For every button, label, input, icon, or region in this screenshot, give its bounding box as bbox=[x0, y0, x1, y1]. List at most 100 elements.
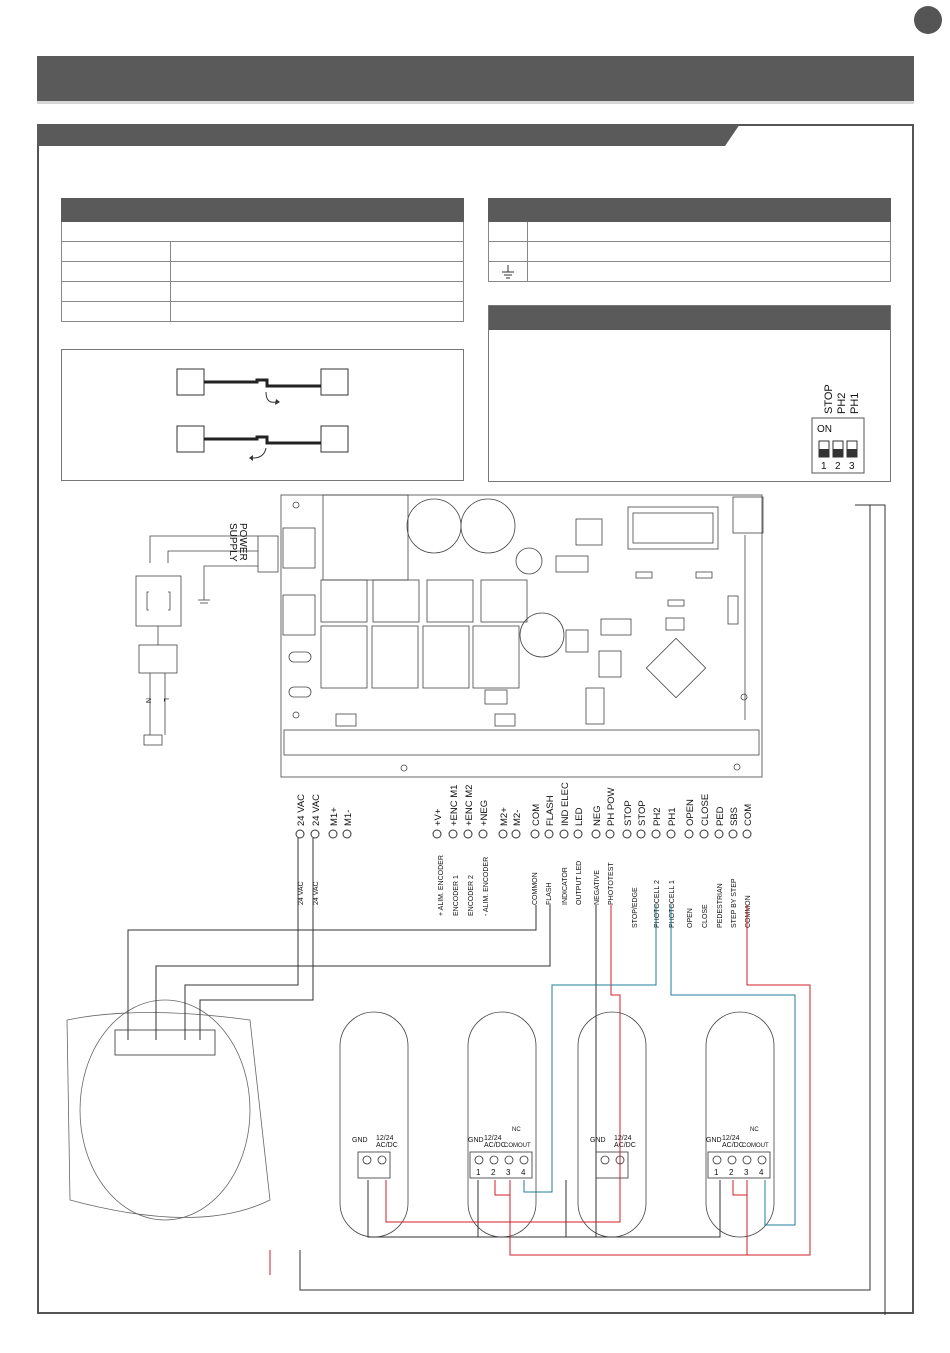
function-label: 24 VAC bbox=[298, 881, 305, 905]
function-label: CLOSE bbox=[702, 904, 709, 928]
function-label: - ALIM. ENCODER bbox=[483, 857, 490, 916]
terminal-label: STOP bbox=[637, 800, 648, 826]
photocell-com-label: COM bbox=[504, 1143, 518, 1149]
terminal-screw bbox=[622, 829, 632, 839]
photocell-com-label: COM bbox=[742, 1143, 756, 1149]
mains-n-label: N bbox=[144, 698, 151, 703]
terminal-label: M1- bbox=[343, 810, 354, 826]
mains-l-label: L bbox=[162, 698, 169, 702]
dip-number-3: 3 bbox=[849, 461, 855, 472]
terminal-screw bbox=[498, 829, 508, 839]
dip-label-ph1: PH1 bbox=[849, 393, 861, 414]
photocell-gnd-label: GND bbox=[352, 1137, 368, 1144]
function-label: PHOTOCELL 1 bbox=[669, 880, 676, 928]
photocell-gnd-label: GND bbox=[590, 1137, 606, 1144]
terminal-label: COM bbox=[531, 804, 542, 826]
photocell-gnd-label: GND bbox=[706, 1137, 722, 1144]
dip-number-2: 2 bbox=[835, 461, 841, 472]
terminal-label: SBS bbox=[729, 807, 740, 826]
function-label: + ALIM. ENCODER bbox=[438, 855, 445, 916]
function-label: 24 VAC bbox=[313, 881, 320, 905]
function-label: STEP BY STEP bbox=[731, 878, 738, 928]
terminal-label: PH2 bbox=[652, 808, 663, 826]
terminal-screw bbox=[328, 829, 338, 839]
photocell-acdc-label: AC/DC bbox=[484, 1142, 506, 1149]
panel-header bbox=[489, 306, 890, 330]
terminal-screw bbox=[362, 1155, 372, 1165]
terminal-label: IND ELEC bbox=[560, 782, 571, 826]
function-label: ENCODER 2 bbox=[468, 875, 475, 916]
control-board bbox=[280, 494, 764, 778]
dip-switch-panel: STOP PH2 PH1 ON 1 2 3 bbox=[488, 305, 891, 482]
terminal-screw bbox=[699, 829, 709, 839]
terminal-screw bbox=[511, 829, 521, 839]
terminal-screw bbox=[684, 829, 694, 839]
dip-number-1: 1 bbox=[821, 461, 827, 472]
terminal-screw bbox=[377, 1155, 387, 1165]
terminal-screw bbox=[432, 829, 442, 839]
terminal-screw bbox=[530, 829, 540, 839]
table-row bbox=[488, 242, 891, 262]
terminal-table-left bbox=[61, 198, 464, 322]
page-header-bar bbox=[37, 56, 914, 104]
photocell-acdc-label: AC/DC bbox=[722, 1142, 744, 1149]
terminal-label: PH POW bbox=[606, 787, 617, 826]
terminal-screw bbox=[559, 829, 569, 839]
table-header bbox=[488, 198, 891, 222]
terminal-screw bbox=[474, 1155, 484, 1165]
photocell-power-label: 12/24 bbox=[484, 1135, 502, 1142]
terminal-screw bbox=[636, 829, 646, 839]
photocell-terminal-number: 4 bbox=[521, 1168, 526, 1177]
photocell-terminal-number: 1 bbox=[476, 1168, 481, 1177]
terminal-label: COM bbox=[743, 804, 754, 826]
terminal-screw bbox=[712, 1155, 722, 1165]
photocell-power-label: 12/24 bbox=[722, 1135, 740, 1142]
table-row bbox=[61, 302, 464, 322]
table-row bbox=[488, 222, 891, 242]
terminal-screw bbox=[295, 829, 305, 839]
terminal-label: +ENC M1 bbox=[449, 785, 460, 826]
terminal-screw bbox=[651, 829, 661, 839]
terminal-screw bbox=[448, 829, 458, 839]
terminal-label: +V+ bbox=[433, 808, 444, 826]
table-row bbox=[61, 282, 464, 302]
dip-label-ph2: PH2 bbox=[836, 393, 848, 414]
function-label: NEGATIVE bbox=[594, 870, 601, 905]
terminal-label: CLOSE bbox=[700, 794, 711, 826]
dip-label-stop: STOP bbox=[823, 384, 835, 414]
table-header bbox=[61, 198, 464, 222]
terminal-label: STOP bbox=[623, 800, 634, 826]
photocell-terminal-number: 3 bbox=[744, 1168, 749, 1177]
terminal-label: 24 VAC bbox=[311, 794, 322, 826]
terminal-label: OPEN bbox=[685, 799, 696, 826]
terminal-label: M2- bbox=[512, 810, 523, 826]
page-marker bbox=[914, 6, 942, 34]
photocell-terminal-number: 4 bbox=[759, 1168, 764, 1177]
flashing-lamp bbox=[66, 999, 271, 1221]
terminal-screw bbox=[573, 829, 583, 839]
power-supply-label-2: SUPPLY bbox=[227, 523, 238, 562]
contact-diagram-panel bbox=[61, 349, 464, 481]
terminal-screw bbox=[489, 1155, 499, 1165]
function-label: INDICATOR bbox=[562, 867, 569, 905]
terminal-label: +NEG bbox=[479, 800, 490, 826]
terminal-label: +ENC M2 bbox=[464, 785, 475, 826]
power-supply bbox=[135, 535, 279, 746]
table-row bbox=[61, 242, 464, 262]
terminal-label: M1+ bbox=[329, 807, 340, 826]
terminal-screw bbox=[591, 829, 601, 839]
terminal-screw bbox=[463, 829, 473, 839]
terminal-screw bbox=[742, 829, 752, 839]
photocell-gnd-label: GND bbox=[468, 1137, 484, 1144]
table-row bbox=[61, 262, 464, 282]
photocell-acdc-label: AC/DC bbox=[614, 1142, 636, 1149]
photocell-power-label: 12/24 bbox=[376, 1135, 394, 1142]
photocell-terminal-number: 2 bbox=[491, 1168, 496, 1177]
function-label: COMMON bbox=[532, 872, 539, 905]
photocell bbox=[577, 1011, 647, 1238]
photocell-terminal-number: 2 bbox=[729, 1168, 734, 1177]
red-wires bbox=[269, 905, 811, 1275]
terminal-label: FLASH bbox=[545, 795, 556, 826]
function-label: FLASH bbox=[546, 882, 553, 905]
